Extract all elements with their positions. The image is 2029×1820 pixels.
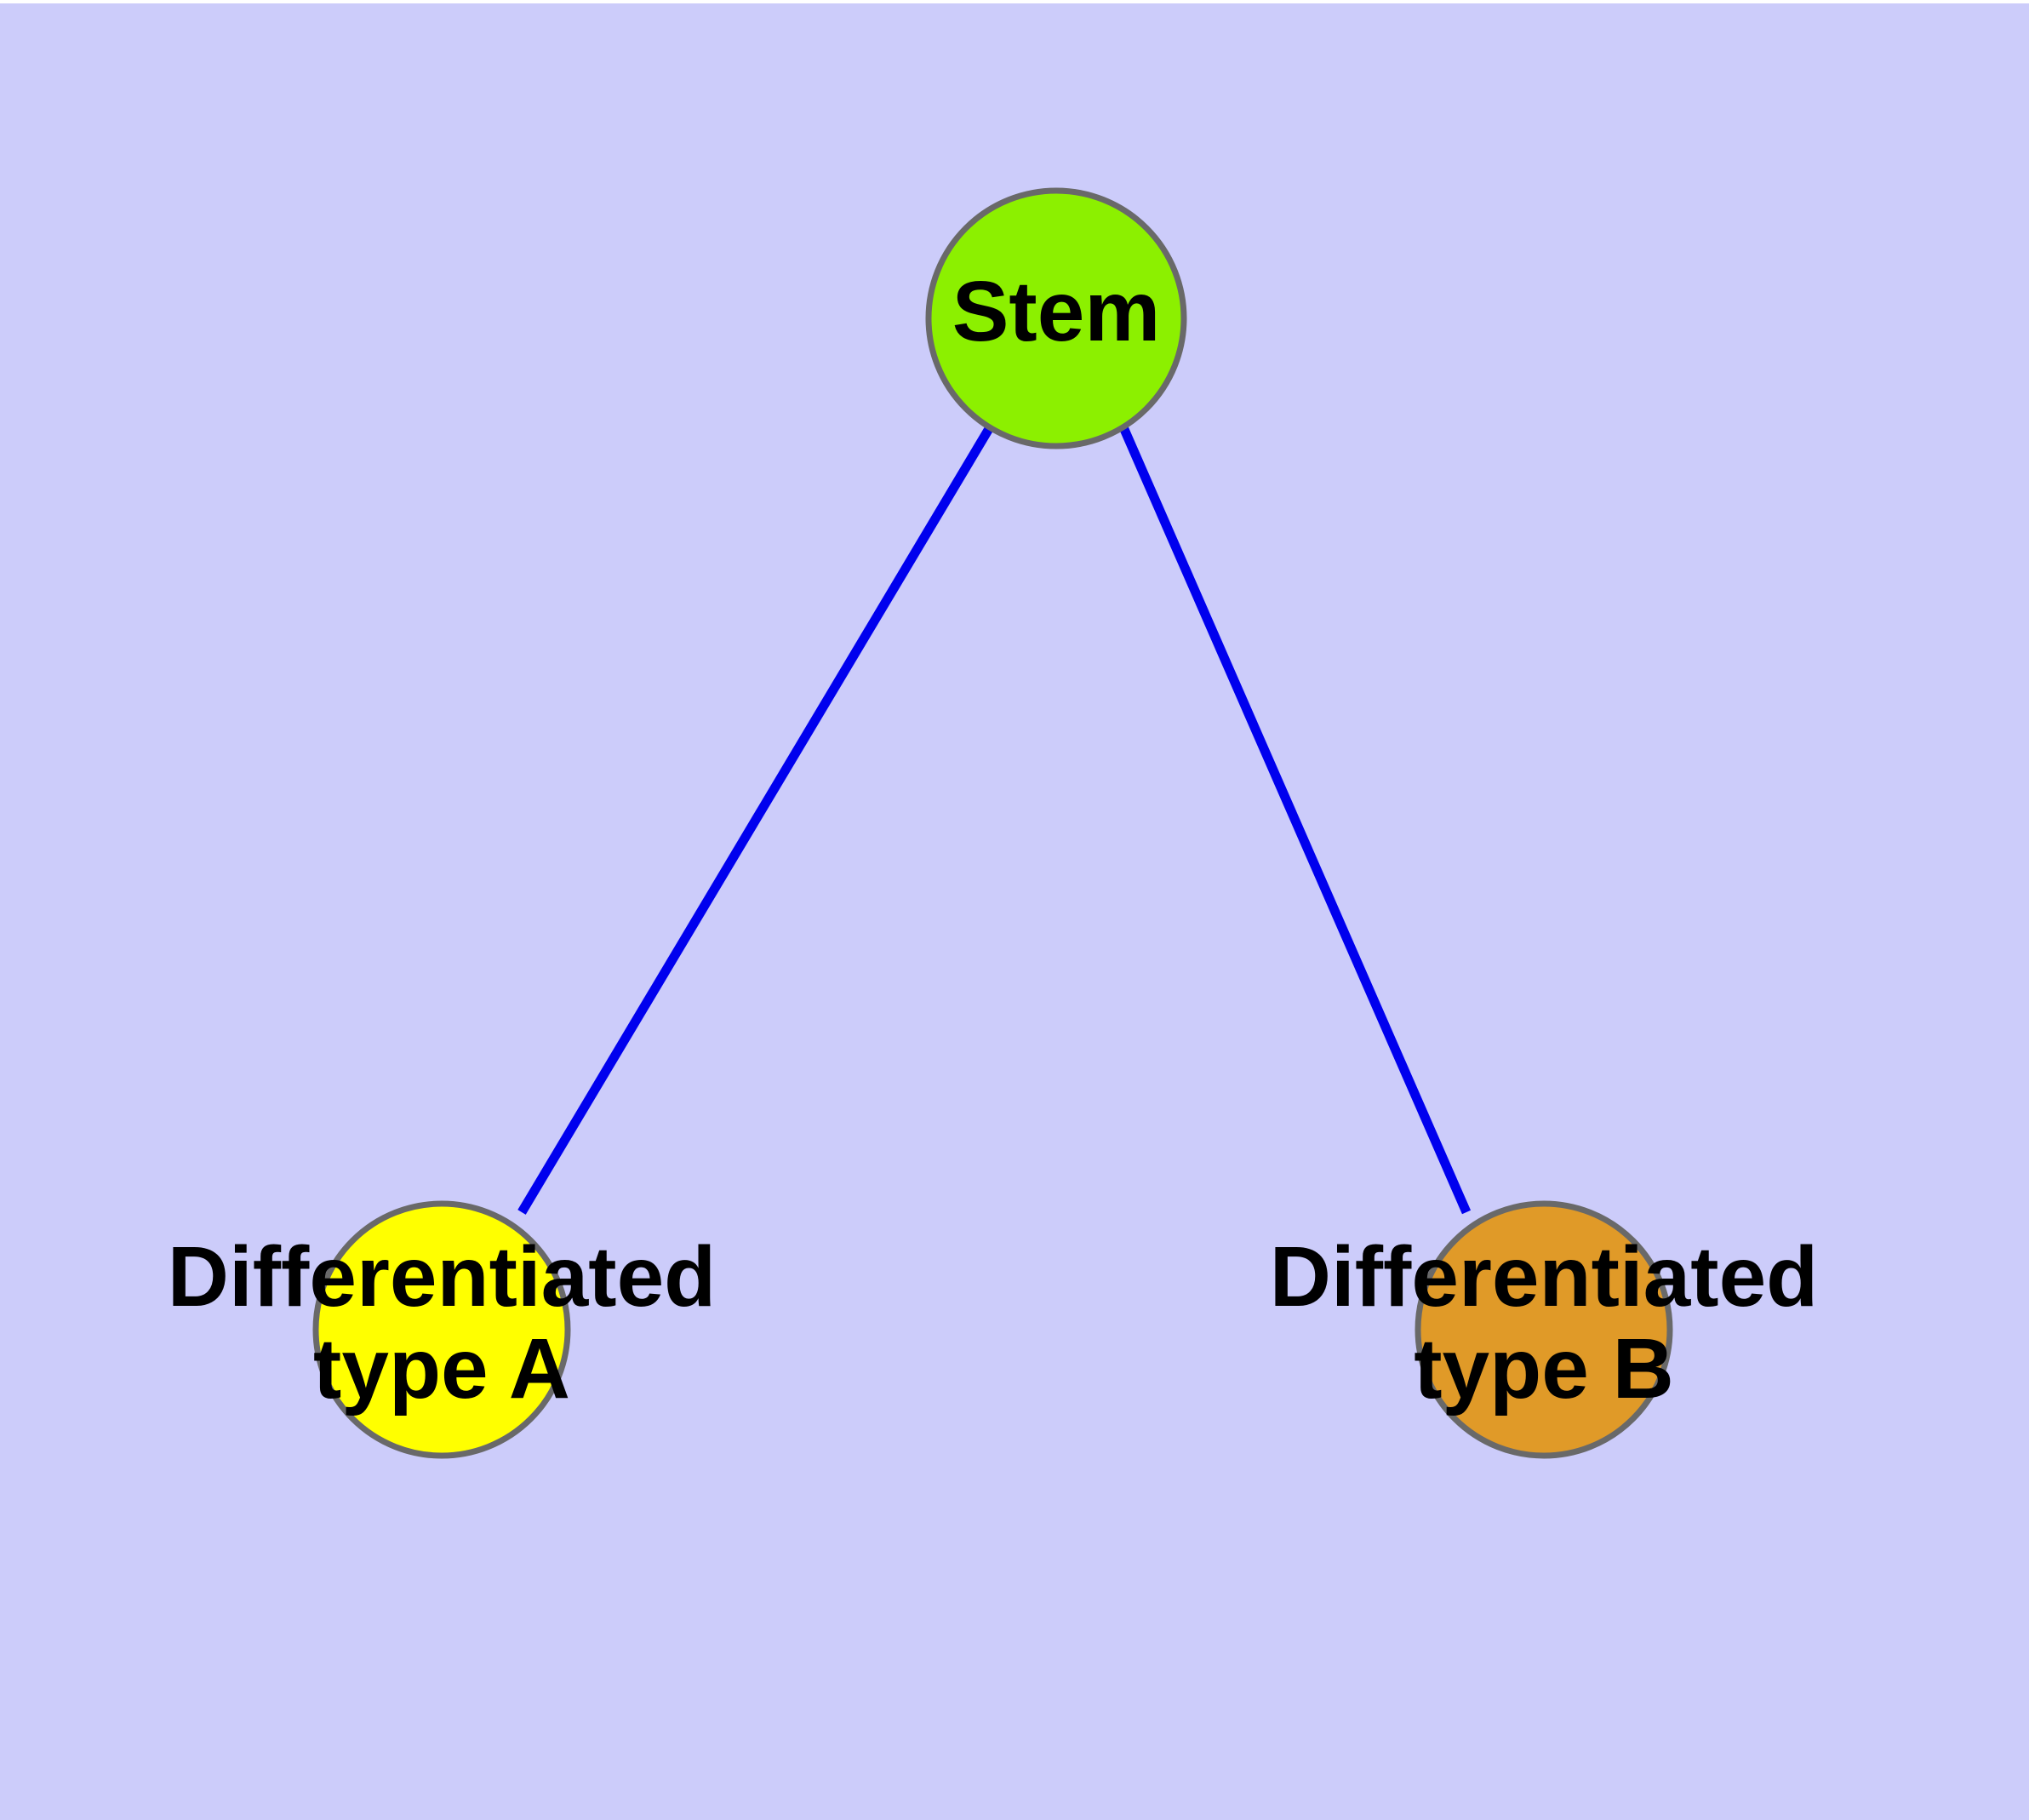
node-circle-stem[interactable] bbox=[925, 187, 1187, 449]
node-label-line: type A bbox=[313, 1321, 570, 1417]
graph-edge-stem-to-a[interactable] bbox=[517, 425, 994, 1215]
node-label-line: Stem bbox=[952, 264, 1161, 359]
node-label-line: Differentiated bbox=[1270, 1229, 1819, 1325]
graph-node-stem[interactable]: Stem bbox=[925, 187, 1187, 449]
node-label-line: type B bbox=[1414, 1321, 1674, 1417]
node-label-stem: Stem bbox=[952, 264, 1161, 359]
node-circle-diff_a[interactable] bbox=[312, 1200, 571, 1459]
node-label-line: Differentiated bbox=[168, 1229, 717, 1325]
graph-edge-stem-to-b[interactable] bbox=[1118, 425, 1472, 1215]
node-circle-diff_b[interactable] bbox=[1415, 1200, 1673, 1459]
edges-layer bbox=[517, 425, 1472, 1215]
